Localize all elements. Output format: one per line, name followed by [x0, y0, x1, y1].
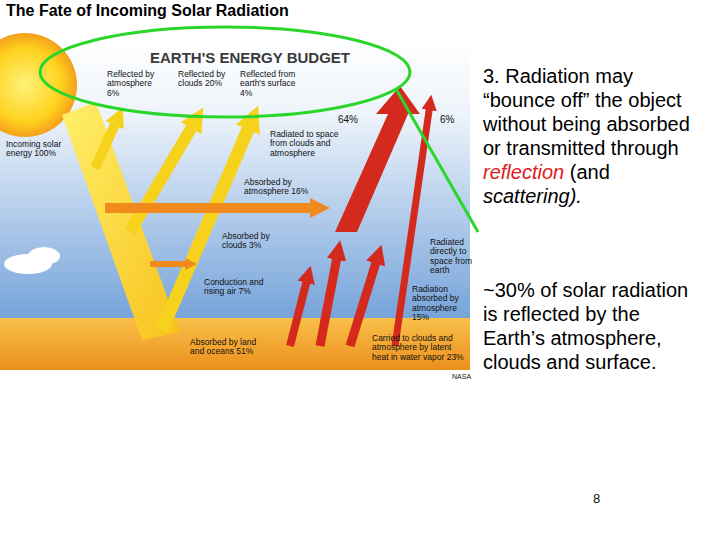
reflected-arrow: [130, 120, 196, 232]
absorbed-arrow: [150, 261, 190, 267]
incoming-beam: [62, 102, 180, 340]
slide-title: The Fate of Incoming Solar Radiation: [6, 2, 289, 20]
explanation-text: (and: [570, 161, 610, 183]
page-number: 8: [593, 492, 613, 506]
flow-label: Radiation absorbed by atmosphere 15%: [412, 285, 468, 322]
reflection-label: Reflected by clouds 20%: [178, 70, 230, 89]
flow-label: Carried to clouds and atmosphere by late…: [372, 334, 468, 362]
reflected-arrow: [162, 120, 252, 330]
flow-label: Absorbed by atmosphere 16%: [244, 178, 320, 197]
reflected-arrow: [95, 118, 118, 168]
diagram-heading: EARTH'S ENERGY BUDGET: [150, 50, 400, 67]
flow-label: Conduction and rising air 7%: [204, 278, 266, 297]
explanation-text: 3. Radiation may “bounce off” the object…: [483, 64, 693, 208]
cloud: [28, 247, 60, 265]
flow-label: Absorbed by clouds 3%: [222, 232, 282, 251]
explanation-text: 3. Radiation may “bounce off” the object…: [483, 65, 690, 159]
leader-line: [396, 89, 478, 232]
highlighted-term: reflection: [483, 161, 564, 183]
reflection-label: Reflected from earth's surface 4%: [240, 70, 306, 98]
explanation-text: scattering).: [483, 185, 582, 207]
upward-arrow: [290, 276, 308, 346]
source-credit: NASA: [452, 373, 476, 381]
flow-label: Radiated directly to space from earth: [430, 238, 474, 275]
explanation-text: ~30% of solar radiation is reflected by …: [483, 278, 698, 374]
upward-arrow: [320, 252, 338, 346]
upward-arrow: [350, 256, 378, 346]
percent-label: 64%: [338, 114, 364, 125]
flow-label: Radiated to space from clouds and atmosp…: [270, 130, 348, 158]
reflection-label: Reflected by atmosphere 6%: [107, 70, 165, 98]
absorbed-arrow: [105, 203, 318, 213]
flow-label: Incoming solar energy 100%: [6, 140, 62, 159]
flow-label: Absorbed by land and oceans 51%: [190, 338, 266, 357]
highlight-ellipse: [40, 27, 410, 117]
percent-label: 6%: [440, 114, 464, 125]
